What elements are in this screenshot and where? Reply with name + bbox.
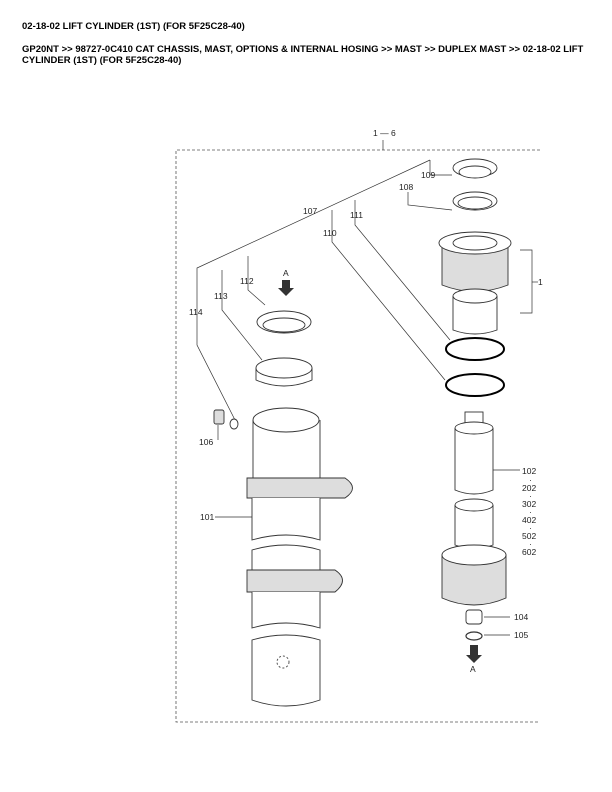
callout-labels: 109 108 107 111 110 A 112 113 114 1 106 …: [189, 170, 543, 674]
callout-101: 101: [200, 512, 214, 522]
callout-a-top: A: [283, 268, 289, 278]
snap-ring-105: [465, 631, 483, 641]
callout-assembly: 1 — 6: [373, 128, 396, 138]
callout-105: 105: [514, 630, 528, 640]
ring-108: [452, 191, 498, 211]
callout-1: 1: [538, 277, 543, 287]
view-arrow-top: [278, 280, 294, 296]
o-ring-110: [445, 373, 505, 397]
separator-dot: ·: [529, 507, 532, 517]
leader-lines: [196, 159, 538, 636]
dust-seal-109: [452, 158, 498, 179]
separator-dot: ·: [529, 523, 532, 533]
callout-302: 302: [522, 499, 536, 509]
callout-502: 502: [522, 531, 536, 541]
ring-112: [256, 310, 312, 334]
plug-104: [465, 609, 483, 625]
cylinder-head: [438, 231, 512, 292]
callout-107: 107: [303, 206, 317, 216]
callout-402: 402: [522, 515, 536, 525]
piston-rod: [454, 411, 494, 549]
o-ring-111: [445, 337, 505, 361]
callout-106: 106: [199, 437, 213, 447]
callout-110: 110: [323, 228, 337, 238]
piston: [441, 544, 507, 606]
callout-113: 113: [214, 291, 228, 301]
separator-dot: ·: [529, 539, 532, 549]
callout-112: 112: [240, 276, 254, 286]
callout-102: 102: [522, 466, 536, 476]
cylinder-tube-101: [246, 407, 353, 707]
assembly-boundary: [175, 149, 540, 723]
bushing: [452, 288, 498, 335]
callout-114: 114: [189, 307, 203, 317]
ring-113: [255, 357, 313, 387]
callout-a-bottom: A: [470, 664, 476, 674]
callout-111: 111: [350, 210, 363, 220]
bleeder-106: [213, 409, 239, 430]
callout-104: 104: [514, 612, 528, 622]
view-arrow-bottom: [466, 645, 482, 663]
separator-dot: ·: [529, 491, 532, 501]
page-title: 02-18-02 LIFT CYLINDER (1ST) (FOR 5F25C2…: [22, 21, 245, 32]
callout-202: 202: [522, 483, 536, 493]
separator-dot: ·: [529, 475, 532, 485]
callout-602: 602: [522, 547, 536, 557]
callout-108: 108: [399, 182, 413, 192]
breadcrumb: GP20NT >> 98727-0C410 CAT CHASSIS, MAST,…: [22, 44, 584, 66]
callout-109: 109: [421, 170, 435, 180]
